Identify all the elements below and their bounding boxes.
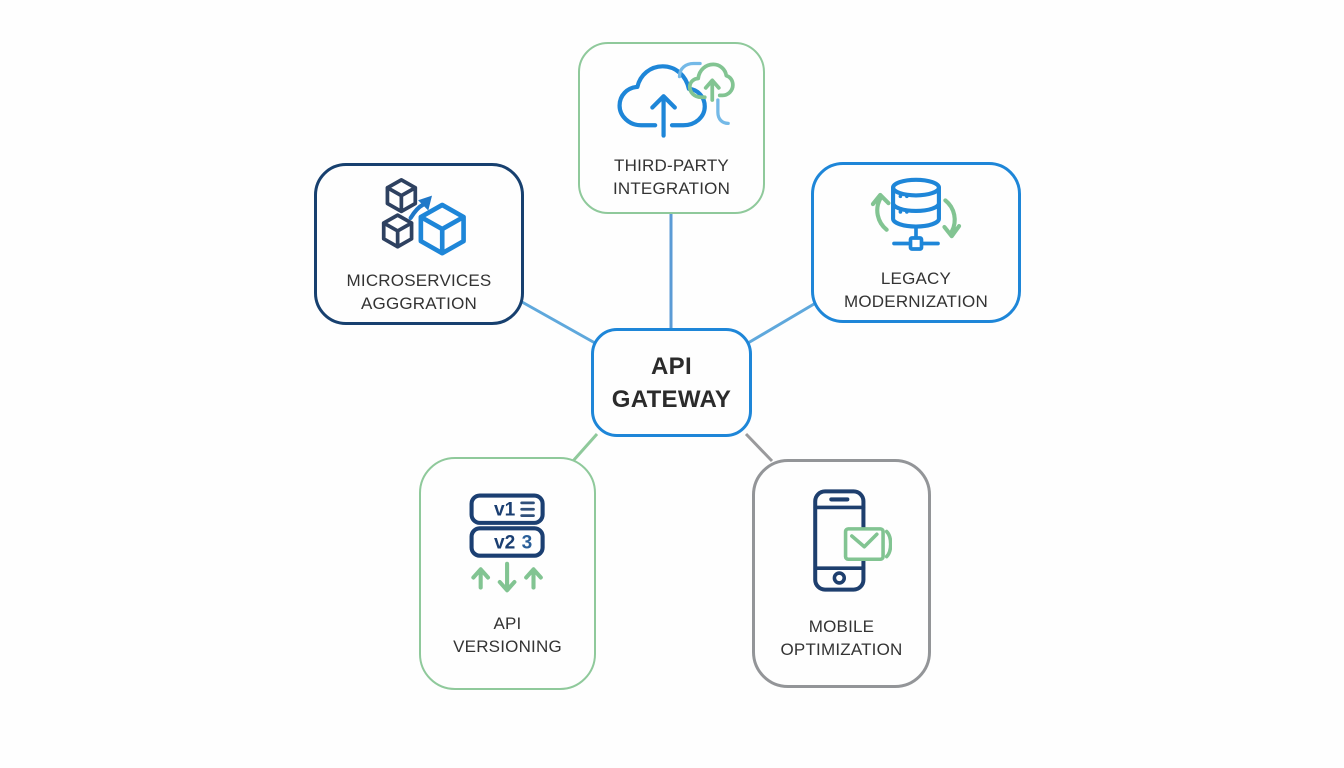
connector-center-to-mobile xyxy=(744,432,774,463)
label-line: MICROSERVICES xyxy=(346,270,492,290)
connector-center-to-api-versioning xyxy=(571,433,599,462)
label-line: INTEGRATION xyxy=(612,179,731,198)
label-line: MODERNIZATION xyxy=(844,292,988,311)
version-tag-v2-text: v2 xyxy=(494,532,515,553)
node-label-microservices: MICROSERVICES AGGGRATION xyxy=(347,269,492,315)
version-tag-v1-text: v1 xyxy=(494,499,516,520)
node-label-api-versioning: API VERSIONING xyxy=(453,612,562,658)
label-line: VERSIONING xyxy=(453,636,562,656)
mobile-message-icon xyxy=(792,486,892,595)
node-microservices-aggregation: MICROSERVICES AGGGRATION xyxy=(314,163,524,325)
connector-center-to-microservices xyxy=(521,300,596,345)
label-line: LEGACY xyxy=(880,269,952,288)
title-line: GATEWAY xyxy=(611,385,732,413)
label-line: OPTIMIZATION xyxy=(780,640,903,659)
database-sync-icon xyxy=(860,172,972,260)
microservices-cubes-icon xyxy=(367,174,471,260)
connector-center-to-legacy xyxy=(747,302,815,345)
cloud-upload-sync-icon xyxy=(608,56,736,144)
api-gateway-node: API GATEWAY xyxy=(591,328,752,437)
label-line: THIRD-PARTY xyxy=(614,156,729,175)
label-line: API xyxy=(493,613,522,633)
label-line: MOBILE xyxy=(808,617,875,636)
node-mobile-optimization: MOBILE OPTIMIZATION xyxy=(752,459,931,688)
node-api-versioning: v1 v2 3 API VERSIONING xyxy=(419,457,596,690)
node-label-legacy: LEGACY MODERNIZATION xyxy=(844,267,988,313)
version-tag-v3-text: 3 xyxy=(521,532,532,553)
node-label-third-party: THIRD-PARTY INTEGRATION xyxy=(613,154,730,200)
api-gateway-title: API GATEWAY xyxy=(612,350,731,416)
version-tags-icon: v1 v2 3 xyxy=(457,490,559,594)
node-legacy-modernization: LEGACY MODERNIZATION xyxy=(811,162,1021,323)
node-third-party-integration: THIRD-PARTY INTEGRATION xyxy=(578,42,765,214)
node-label-mobile: MOBILE OPTIMIZATION xyxy=(780,615,902,661)
title-line: API xyxy=(651,352,692,380)
label-line: AGGGRATION xyxy=(361,293,477,313)
